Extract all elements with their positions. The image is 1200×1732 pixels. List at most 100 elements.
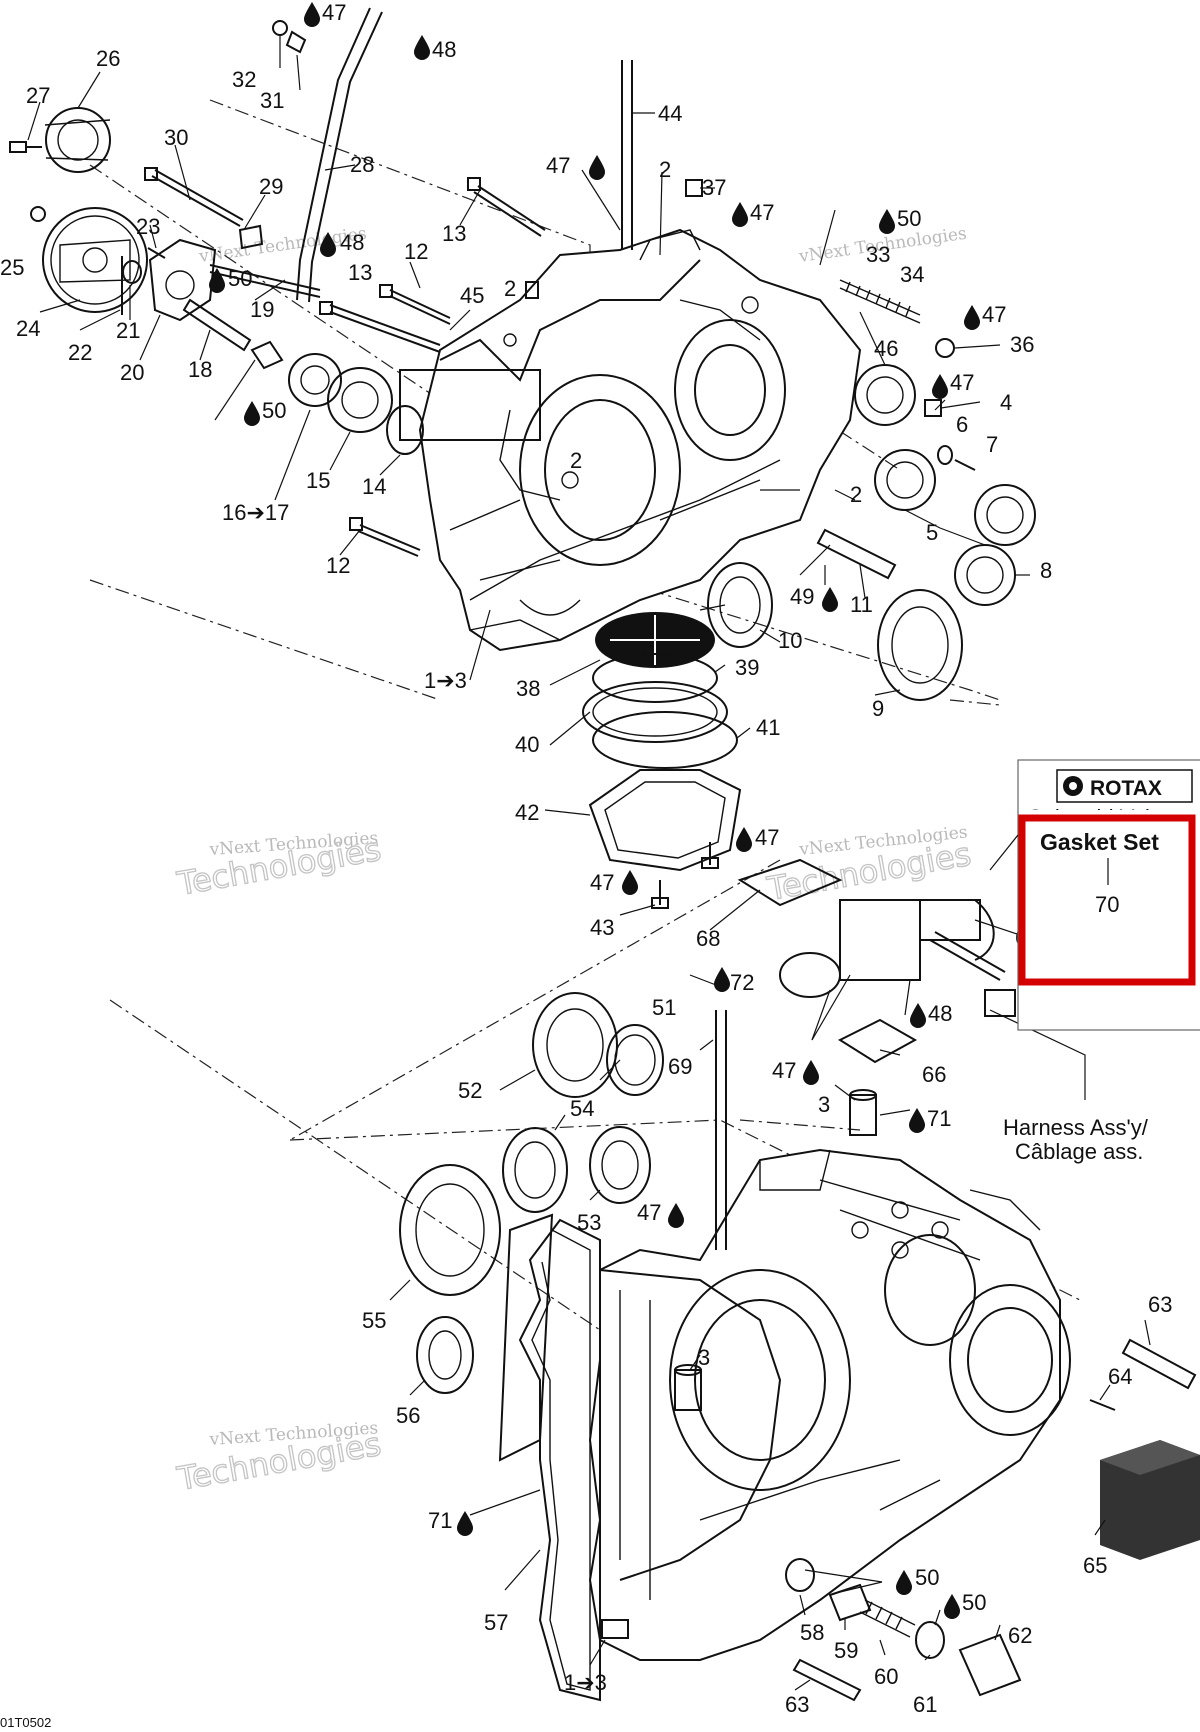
label-6: 6: [956, 412, 968, 437]
stud-69: [715, 1010, 727, 1250]
plug-37: [685, 179, 703, 197]
oil-drop-markers: [209, 2, 980, 1619]
bolt-27: [9, 141, 42, 153]
screen-38: [595, 612, 715, 668]
label-58: 58: [800, 1620, 824, 1645]
label-33: 33: [866, 242, 890, 267]
label-27: 27: [26, 83, 50, 108]
label-71: 71: [927, 1106, 951, 1131]
oring-39: [592, 653, 718, 703]
label-55: 55: [362, 1308, 386, 1333]
bearing-53: [589, 1126, 651, 1204]
label-20: 20: [120, 360, 144, 385]
label-44: 44: [658, 101, 682, 126]
label-31: 31: [260, 88, 284, 113]
dowel-1-3: [601, 1619, 629, 1639]
label-12b: 12: [326, 553, 350, 578]
washer-6: [937, 445, 953, 465]
plug-58: [785, 1558, 815, 1592]
gear-24: [42, 207, 148, 313]
label-42: 42: [515, 800, 539, 825]
label-47h: 47: [772, 1058, 796, 1083]
bearing-54: [502, 1127, 568, 1213]
gasket-set-title: Gasket Set: [1040, 829, 1159, 855]
bearing-5b: [974, 484, 1036, 546]
oring-61: [915, 1621, 945, 1659]
label-43: 43: [590, 915, 614, 940]
label-49: 49: [790, 584, 814, 609]
label-9: 9: [872, 696, 884, 721]
label-28: 28: [350, 152, 374, 177]
label-47g: 47: [590, 870, 614, 895]
label-24: 24: [16, 316, 40, 341]
label-3b: 3: [698, 1345, 710, 1370]
highlight-frame: [1018, 814, 1196, 986]
label-50d: 50: [915, 1565, 939, 1590]
bearing-52: [532, 992, 618, 1098]
solenoid-valve-67: [779, 899, 1016, 1017]
label-50e: 50: [962, 1590, 986, 1615]
label-15: 15: [306, 468, 330, 493]
screw-23: [147, 247, 166, 259]
label-39: 39: [735, 655, 759, 680]
dowel-45: [525, 281, 539, 299]
gasket-66: [837, 1018, 918, 1064]
label-13b: 13: [442, 221, 466, 246]
label-50b: 50: [262, 398, 286, 423]
info-box: ROTAX Solenoid Valve Gasket Set 70: [989, 759, 1200, 1031]
oil-tube-28: [296, 7, 383, 303]
label-68: 68: [696, 926, 720, 951]
bearing-46: [854, 364, 916, 426]
rotor-16: [288, 353, 342, 407]
label-30: 30: [164, 125, 188, 150]
gasket-strip: [498, 1213, 554, 1462]
label-5: 5: [926, 520, 938, 545]
pin-64: [1089, 1399, 1116, 1411]
label-26: 26: [96, 46, 120, 71]
washer-25: [30, 206, 46, 222]
leader-lines: [27, 36, 1151, 1691]
block-65: [1100, 1440, 1200, 1560]
label-2b: 2: [659, 157, 671, 182]
label-59: 59: [834, 1638, 858, 1663]
label-66: 66: [922, 1062, 946, 1087]
label-12: 12: [404, 239, 428, 264]
bearing-10: [707, 562, 773, 648]
label-7: 7: [986, 432, 998, 457]
label-47i: 47: [637, 1200, 661, 1225]
label-4: 4: [1000, 390, 1012, 415]
label-65: 65: [1083, 1553, 1107, 1578]
label-72: 72: [730, 970, 754, 995]
label-22: 22: [68, 340, 92, 365]
bracket-29: [238, 224, 264, 250]
label-61: 61: [913, 1692, 937, 1717]
label-45: 45: [460, 283, 484, 308]
label-63: 63: [1148, 1292, 1172, 1317]
label-41: 41: [756, 715, 780, 740]
label-62: 62: [1008, 1623, 1032, 1648]
diagram-code: 01T0502: [0, 1715, 51, 1730]
label-64: 64: [1108, 1364, 1132, 1389]
label-19: 19: [250, 297, 274, 322]
shaft-18: [182, 298, 252, 352]
label-48: 48: [432, 37, 456, 62]
label-11: 11: [850, 592, 873, 617]
bearing-5a: [874, 449, 936, 511]
bolt-12-upper: [379, 284, 451, 325]
label-37: 37: [702, 175, 726, 200]
label-47e: 47: [950, 370, 974, 395]
label-47: 47: [322, 0, 346, 25]
label-10: 10: [778, 628, 802, 653]
washer-bolt-36: [935, 338, 955, 358]
label-25: 25: [0, 255, 24, 280]
bolt-7: [954, 459, 976, 471]
shaft-11: [816, 528, 897, 580]
bolt-13-upper: [467, 177, 546, 237]
gasket-41: [592, 711, 738, 769]
gasket-40: [582, 681, 728, 743]
pin-63-lower: [792, 1658, 862, 1702]
label-harness-2: Câblage ass.: [1015, 1139, 1143, 1164]
ring-21: [122, 260, 142, 284]
seal-51: [606, 1024, 664, 1096]
label-46: 46: [874, 336, 898, 361]
